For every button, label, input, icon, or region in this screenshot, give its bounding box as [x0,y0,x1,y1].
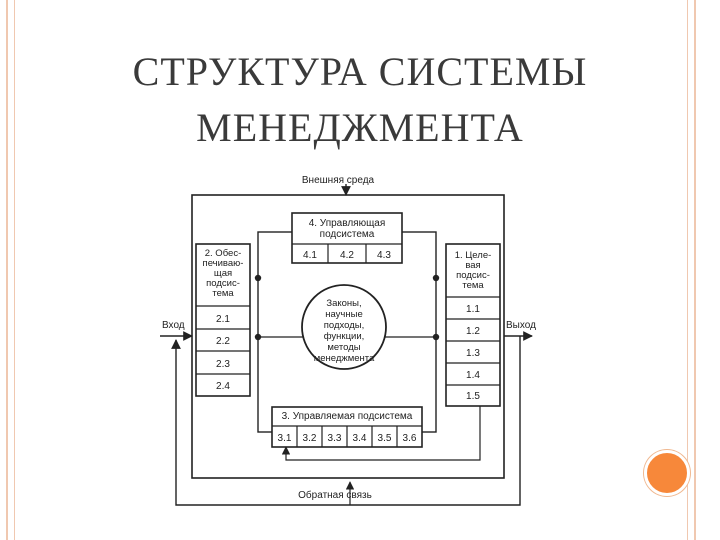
center-line: методы [327,342,360,353]
managing-title-line: подсистема [320,229,375,240]
center-methods-circle: Законы, научные подходы, функции, методы… [301,284,387,370]
managed-feedback-loop [281,404,481,461]
target-cell: 1.3 [466,348,480,359]
connector-dot [254,274,262,282]
target-cell: 1.1 [466,304,480,315]
managed-title: 3. Управляемая подсистема [282,411,413,422]
managing-cell: 4.1 [303,250,317,261]
output-label: Выход [506,320,536,331]
supporting-cell: 2.4 [216,381,230,392]
decorative-orange-circle [644,450,690,496]
managed-cell: 3.5 [378,433,392,444]
supporting-title-line: подсис- [206,278,240,289]
managing-title-line: 4. Управляющая [309,218,386,229]
target-title-line: вая [465,260,480,271]
target-title-line: тема [462,280,484,291]
supporting-cell: 2.2 [216,336,230,347]
supporting-title-line: щая [214,268,232,279]
feedback-label: Обратная связь [298,489,372,501]
supporting-title-line: тема [212,288,234,299]
managing-cell: 4.3 [377,250,391,261]
input-label: Вход [162,320,185,331]
connector-dot [432,274,440,282]
target-cell: 1.5 [466,391,480,402]
managed-subsystem: 3. Управляемая подсистема 3.1 3.2 3.3 3.… [271,406,423,448]
external-environment-label: Внешняя среда [302,175,375,186]
connector-dot [254,333,262,341]
slide-frame-inner [14,0,688,540]
managed-cell: 3.2 [303,433,317,444]
slide-title-line1: СТРУКТУРА СИСТЕМЫ [132,49,588,94]
center-line: Законы, [326,298,361,309]
center-line: подходы, [324,320,365,331]
managing-cell: 4.2 [340,250,354,261]
slide-title-line2: МЕНЕДЖМЕНТА [196,105,524,150]
feedback-loop [171,336,521,506]
target-subsystem: 1. Целе- вая подсис- тема 1.1 1.2 1.3 1.… [445,243,501,407]
target-title-line: 1. Целе- [455,250,492,261]
managed-cell: 3.6 [403,433,417,444]
slide-frame-outer [6,0,696,540]
center-line: научные [325,309,362,320]
managing-subsystem: 4. Управляющая подсистема 4.1 4.2 4.3 [291,212,403,264]
target-cell: 1.2 [466,326,480,337]
managed-cell: 3.4 [353,433,367,444]
managed-cell: 3.1 [278,433,292,444]
managed-cell: 3.3 [328,433,342,444]
center-line: функции, [324,331,365,342]
center-line: менеджмента [314,353,375,364]
supporting-cell: 2.3 [216,359,230,370]
target-cell: 1.4 [466,370,480,381]
supporting-subsystem: 2. Обес- печиваю- щая подсис- тема 2.1 2… [195,243,251,397]
connector-dot [432,333,440,341]
target-title-line: подсис- [456,270,490,281]
supporting-title-line: 2. Обес- [205,248,241,259]
supporting-title-line: печиваю- [203,258,244,269]
supporting-cell: 2.1 [216,314,230,325]
